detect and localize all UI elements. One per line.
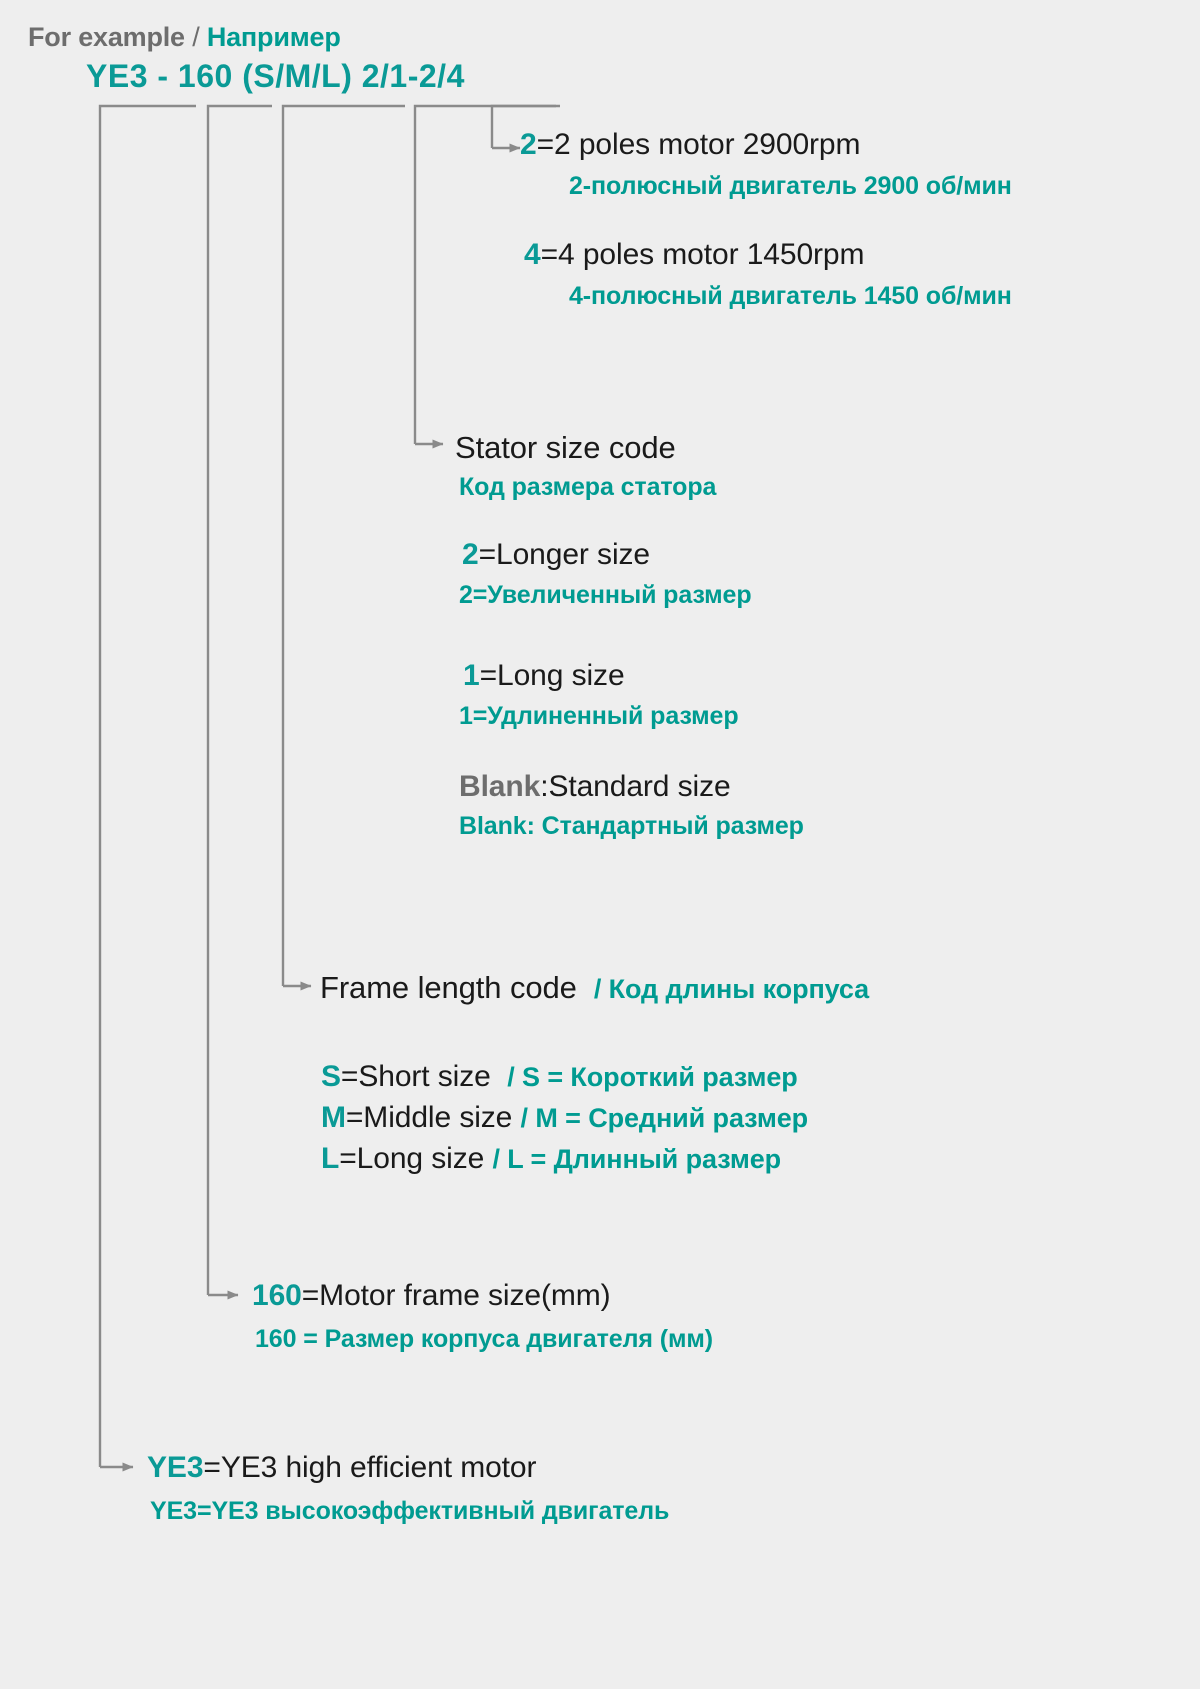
entry-longer-size-en: 2=Longer size [462, 538, 650, 572]
entry-short-size-key: S [321, 1060, 341, 1093]
entry-poles-2-key: 2 [520, 128, 537, 161]
entry-poles-4-en: 4=4 poles motor 1450rpm [524, 238, 865, 272]
entry-long-size-en: 1=Long size [463, 659, 625, 693]
model-code: YE3 - 160 (S/M/L) 2/1-2/4 [86, 58, 465, 94]
entry-frame-length-code-en: Frame length code / Код длины корпуса [320, 970, 869, 1006]
entry-long-size-text: =Long size [479, 659, 625, 692]
entry-poles-2-ru: 2-полюсный двигатель 2900 об/мин [569, 172, 1012, 200]
for-example-label-en: For example [28, 22, 185, 52]
entry-middle-size-ru: / M = Средний размер [520, 1103, 809, 1133]
entry-poles-4-ru: 4-полюсный двигатель 1450 об/мин [569, 282, 1012, 310]
entry-short-size-en: S=Short size / S = Короткий размер [321, 1060, 798, 1094]
entry-stator-size-code-en: Stator size code [455, 430, 676, 465]
entry-long-size-L-ru: / L = Длинный размер [492, 1144, 782, 1174]
entry-longer-size-key: 2 [462, 538, 479, 571]
entry-long-size-ru: 1=Удлиненный размер [459, 702, 739, 730]
entry-frame-size-key: 160 [252, 1279, 302, 1312]
entry-middle-size-en: M=Middle size / M = Средний размер [321, 1101, 808, 1135]
entry-middle-size-key: M [321, 1101, 346, 1134]
entry-frame-size-text: =Motor frame size(mm) [301, 1279, 611, 1312]
entry-standard-size-en: Blank:Standard size [459, 770, 731, 804]
entry-longer-size-ru: 2=Увеличенный размер [459, 581, 752, 609]
entry-frame-length-code-ru: / Код длины корпуса [593, 974, 870, 1004]
bracket-framesize [206, 104, 272, 1295]
bracket-ye3 [98, 104, 196, 1467]
for-example-label-ru: Например [206, 22, 341, 52]
entry-middle-size-text: =Middle size [345, 1101, 513, 1134]
for-example-separator: / [192, 22, 200, 52]
entry-short-size-ru: / S = Короткий размер [507, 1062, 798, 1092]
entry-poles-2-en: 2=2 poles motor 2900rpm [520, 128, 861, 162]
bracket-framelen [281, 104, 405, 986]
entry-ye3-motor-en: YE3=YE3 high efficient motor [147, 1451, 536, 1485]
entry-longer-size-text: =Longer size [478, 538, 651, 571]
entry-ye3-motor-key: YE3 [147, 1451, 204, 1484]
entry-ye3-motor-ru: YE3=YE3 высокоэффективный двигатель [150, 1497, 670, 1525]
entry-ye3-motor-text: =YE3 high efficient motor [203, 1451, 537, 1484]
entry-frame-size-en: 160=Motor frame size(mm) [252, 1279, 611, 1313]
entry-standard-size-text: :Standard size [540, 770, 731, 803]
entry-frame-length-code-text: Frame length code [320, 970, 577, 1005]
entry-short-size-text: =Short size [340, 1060, 491, 1093]
entry-poles-4-key: 4 [524, 238, 541, 271]
entry-long-size-key: 1 [463, 659, 480, 692]
entry-long-size-L-en: L=Long size / L = Длинный размер [321, 1142, 781, 1176]
entry-frame-size-ru: 160 = Размер корпуса двигателя (мм) [255, 1325, 713, 1353]
for-example-heading: For example / Например [28, 22, 341, 53]
entry-standard-size-key: Blank [459, 770, 541, 803]
entry-poles-2-text: =2 poles motor 2900rpm [536, 128, 861, 161]
entry-long-size-L-text: =Long size [339, 1142, 485, 1175]
entry-stator-size-code-ru: Код размера статора [459, 473, 717, 501]
entry-long-size-L-key: L [321, 1142, 340, 1175]
entry-poles-4-text: =4 poles motor 1450rpm [540, 238, 865, 271]
entry-standard-size-ru: Blank: Стандартный размер [459, 812, 804, 840]
